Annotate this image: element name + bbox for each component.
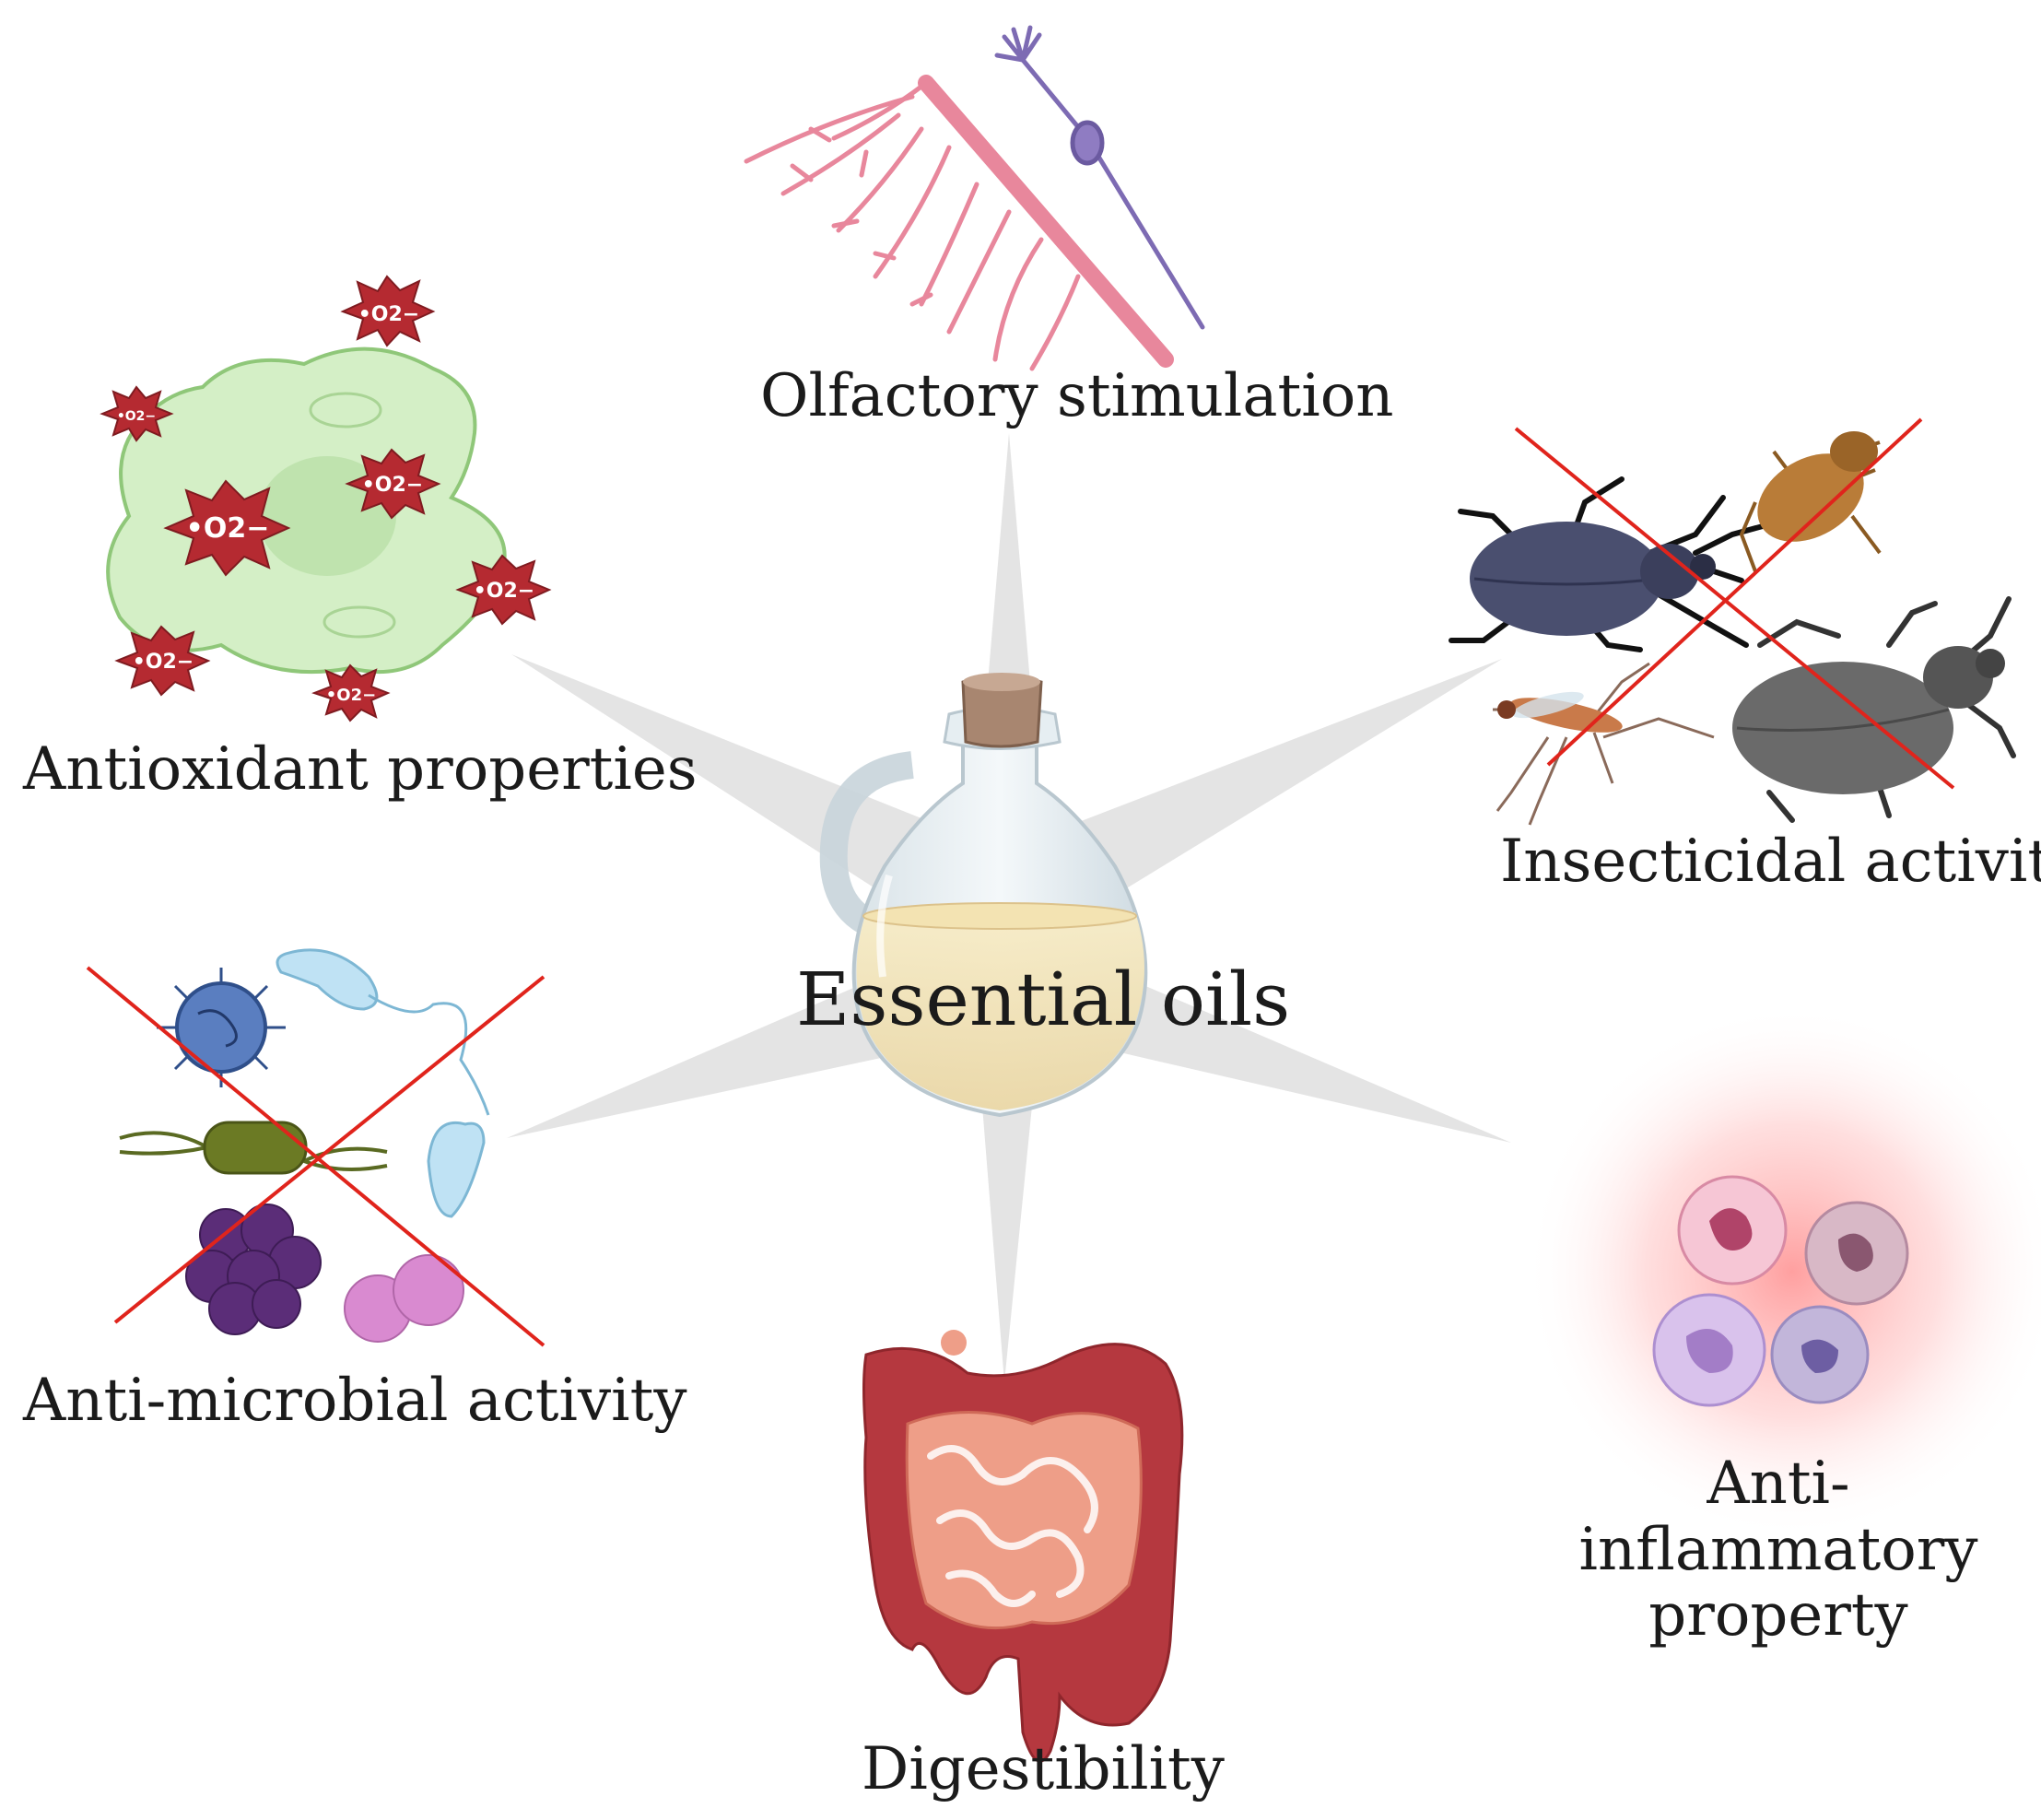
olfactory-stimulation-label: Olfactory stimulation [760,362,1394,430]
olfactory-purple-neuron [994,25,1205,330]
antioxidant-properties-label: Antioxidant properties [23,735,698,804]
center-label: Essential oils [796,957,1291,1042]
cross-out-mark [1514,417,1955,790]
essential-oil-bottle-illustration [819,673,1148,1118]
radical-starbursts [100,275,552,722]
anti-inflammatory-line-2: property [1648,1581,1908,1650]
mitochondrion [323,605,396,639]
radiating-rays [507,433,1511,1382]
cross-out-mark [86,966,545,1347]
virus-icon [157,968,286,1087]
radical-label: •O2− [474,580,535,603]
bacterium-light-blue-icon [276,948,490,1218]
radical-icon [455,554,552,626]
diplococcus-pink-icon [344,1254,464,1343]
ray-lower-right [1032,949,1511,1143]
immune-cell-icon [1677,1175,1788,1286]
radical-icon [100,385,174,442]
anti-inflammatory-line-1: Anti-inflammatory [1578,1450,1978,1584]
immune-cell-icon [1770,1305,1870,1404]
antimicrobial-microbes-illustration [86,948,545,1347]
radical-label: •O2− [133,651,194,674]
dark-beetle-icon [1449,476,1786,652]
radical-icon [163,479,291,577]
radical-label: •O2− [326,686,376,705]
inflammation-glow [1525,1004,2041,1539]
antioxidant-cell-illustration: •O2− •O2− •O2− •O2− •O2− •O2− •O2− [100,275,552,722]
insecticidal-activity-label: Insecticidal activity [1500,828,2041,896]
grey-beetle-icon [1732,596,2016,823]
olfactory-neurons-illustration [744,25,1205,371]
insecticidal-insects-illustration [1449,417,2016,826]
bottle-oil [856,912,1144,1110]
radical-icon [114,625,211,697]
radical-icon [311,663,391,722]
intestine-illustration [862,1330,1184,1763]
anti-inflammatory-cells-illustration [1525,1004,2041,1539]
digestibility-label: Digestibility [862,1735,1225,1803]
radical-icon [340,275,436,347]
mosquito-icon [1493,662,1715,826]
radical-icon [345,448,441,520]
olfactory-pink-cell [744,75,1174,371]
ray-upper-right [1060,659,1502,912]
radical-label: •O2− [117,409,156,424]
antimicrobial-activity-label: Anti-microbial activity [23,1367,687,1435]
immune-cell-icon [1652,1293,1766,1407]
brown-beetle-icon [1739,431,1882,572]
radical-label: •O2− [358,303,420,326]
radical-label: •O2− [186,512,270,545]
immune-cell-icon [1804,1201,1909,1306]
anti-inflammatory-property-label: Anti-inflammatory property [1530,1450,2027,1650]
radical-label: •O2− [362,474,424,497]
mitochondrion [309,392,382,429]
ray-lower-left [507,958,958,1138]
bacillus-green-icon [119,1121,388,1175]
staphylococcus-purple-icon [185,1204,322,1335]
